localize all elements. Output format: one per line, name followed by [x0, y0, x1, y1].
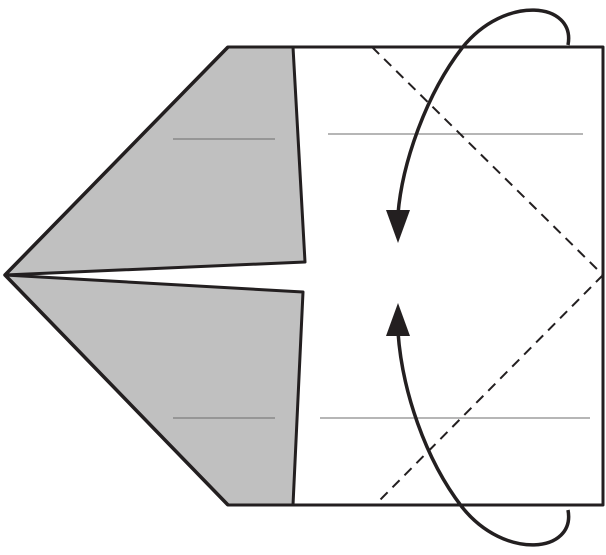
top-gray-flap — [3, 45, 307, 277]
paper-body — [3, 45, 605, 507]
fold-arrow-up-icon — [386, 303, 571, 547]
valley-fold-dashed-top — [371, 46, 604, 276]
bottom-gray-flap — [3, 273, 305, 507]
fold-arrow-down-icon — [386, 8, 571, 243]
valley-fold-dashed-bottom — [377, 274, 604, 503]
outline-left — [3, 45, 230, 507]
